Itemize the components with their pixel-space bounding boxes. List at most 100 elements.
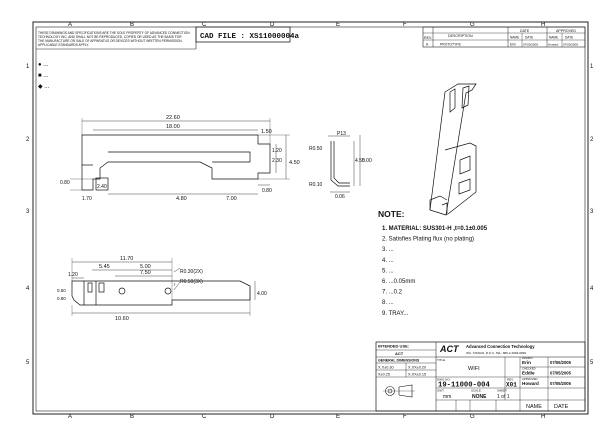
rev-sub-name-2: NAME: [549, 36, 558, 40]
side-view: [328, 135, 361, 193]
dim-0-80-left: 0.80: [60, 180, 70, 186]
rev-sub-date-1: DATE: [525, 36, 533, 40]
row-number-right-5: 5: [590, 360, 594, 366]
tb-scale-label: SCALE: [471, 389, 481, 393]
dim-p13: P13: [337, 131, 346, 137]
approval-date-3: 07/05/2005: [550, 381, 572, 386]
legend-item-3: ◆ ...: [38, 84, 50, 90]
column-letter-c: C: [202, 22, 207, 28]
dim-18-00: 18.00: [166, 124, 180, 130]
notes-title: NOTE:: [378, 209, 405, 219]
tb-tol-1a: X.X±0.30: [378, 366, 394, 370]
note-item-1: 1. MATERIAL: SUS301-H ,t=0.1±0.005: [382, 226, 488, 232]
iso-slot-upper: [449, 88, 456, 113]
bottom-view-dims: 11.70 5.45 5.00 1.20 7.50 R0.30(2X) R0.5…: [57, 256, 267, 322]
dim-4-00: 4.00: [257, 291, 267, 297]
column-letter-b: B: [130, 22, 134, 28]
note-item-7: 7. ...0.2: [382, 290, 403, 296]
dim-11-70: 11.70: [120, 256, 133, 262]
dim-4-50: 4.50: [289, 160, 300, 166]
dim-5-00-bottom: 5.00: [140, 264, 151, 270]
drawing-frame: [32, 21, 589, 415]
dim-1-20: 1.20: [272, 148, 282, 154]
note-item-2: 2. Satisfies Plating flux (no plating): [382, 237, 474, 243]
note-item-3: 3. ...: [382, 247, 394, 253]
symbol-legend: ● ... ■ ... ◆ ...: [38, 62, 50, 90]
company-logo: ACT: [439, 344, 460, 354]
tb-tol-1b: X.XX±0.20: [408, 366, 426, 370]
top-view-slot: [108, 151, 251, 163]
row-number-4: 4: [26, 286, 30, 292]
tb-intended-use: INTENDED USE:: [378, 344, 409, 349]
tb-tol-2a: X±0.25: [378, 373, 390, 377]
legend-item-2: ■ ...: [38, 73, 49, 79]
tb-general-dim: GENERAL DIMENSIONS: [378, 359, 420, 363]
dim-7-00: 7.00: [226, 196, 237, 202]
dim-r0-10: R0.10: [309, 182, 323, 188]
approval-role-2: CHECKED: [522, 367, 536, 371]
bottom-view-outline: [71, 280, 251, 306]
dim-10-60: 10.60: [115, 316, 129, 322]
dim-7-50: 7.50: [140, 270, 151, 276]
cad-file-label: CAD FILE : XS11000004a: [200, 33, 300, 41]
cad-file-box: [195, 26, 291, 43]
approval-name-2: Eddie: [522, 371, 535, 376]
column-letter-bottom-e: E: [336, 414, 340, 420]
tb-dwg-value: 19-11000-004: [438, 382, 490, 390]
note-item-9: 9. TRAY...: [382, 311, 409, 317]
notice-line-3: THE MANUFACTURE OR SALE OF APPARATUS OR …: [38, 39, 183, 43]
column-letter-h: H: [541, 22, 545, 28]
approval-name-1: Erin: [522, 360, 531, 365]
side-view-dims: P13 R0.50 R0.10 0.06 4.50 5.00: [309, 131, 372, 200]
rev-header-approved: APPROVED: [556, 29, 576, 33]
projection-symbol-icon: [383, 384, 415, 398]
rev-header-description: DESCRIPTION: [448, 34, 473, 38]
tb-intended-use-value: ACT: [395, 351, 404, 356]
dim-4-50-side: 4.50: [355, 158, 365, 164]
tb-title-label: TITLE: [437, 358, 445, 362]
dim-1-50: 1.50: [261, 129, 272, 135]
dim-22-60: 22.60: [166, 115, 180, 121]
company-sub: INC. TAIWAN, R.O.C. TEL: 886-2-2999-9999: [466, 351, 526, 355]
row-number-3: 3: [26, 209, 30, 215]
column-letter-g: G: [470, 22, 475, 28]
dim-1-20-bottom: 1.20: [68, 272, 78, 278]
notice-line-1: THESE DRAWINGS AND SPECIFICATIONS ARE TH…: [38, 31, 190, 35]
row-number-right-1: 1: [590, 64, 594, 70]
tb-dwg-label: DWG NO.: [437, 378, 451, 382]
iso-bracket: [444, 142, 477, 215]
row-number-2: 2: [26, 137, 30, 143]
dim-2-40: 2.40: [97, 184, 107, 190]
tb-title-value: WIFI: [468, 366, 480, 372]
column-letter-e: E: [336, 22, 340, 28]
note-item-5: 5. ...: [382, 268, 394, 274]
rev-row-approve-date: 07/05/2005: [563, 43, 578, 47]
rev-sub-name-1: NAME: [510, 36, 519, 40]
tb-tol-2b: X.XX±0.15: [408, 373, 426, 377]
note-item-4: 4. ...: [382, 258, 394, 264]
row-number-5: 5: [26, 360, 30, 366]
column-letter-bottom-b: B: [130, 414, 134, 420]
approval-name-3: Howard: [522, 381, 539, 386]
column-letter-d: D: [270, 22, 275, 28]
column-letter-bottom-c: C: [202, 414, 207, 420]
tb-rev-value: X01: [506, 382, 517, 389]
column-letter-f: F: [403, 22, 407, 28]
notes-block: NOTE: 1. MATERIAL: SUS301-H ,t=0.1±0.005…: [378, 209, 488, 317]
tb-foot-date: DATE: [554, 404, 569, 410]
top-view-outline: [81, 134, 271, 191]
row-number-1: 1: [26, 64, 30, 70]
iso-main-body: [429, 83, 477, 216]
rev-sub-date-2: DATE: [565, 36, 573, 40]
dim-0-80-bottom: 0.80: [57, 296, 66, 301]
dim-0-50: 0.50: [57, 288, 66, 293]
tb-foot-name: NAME: [526, 404, 542, 410]
tb-unit-value: mm: [443, 394, 451, 400]
rev-row-approver: Howard: [548, 43, 559, 47]
dim-0-80-right: 0.80: [262, 188, 272, 194]
rev-row-date: 07/05/2005: [523, 43, 538, 47]
bottom-view-hole-1: [118, 287, 126, 295]
